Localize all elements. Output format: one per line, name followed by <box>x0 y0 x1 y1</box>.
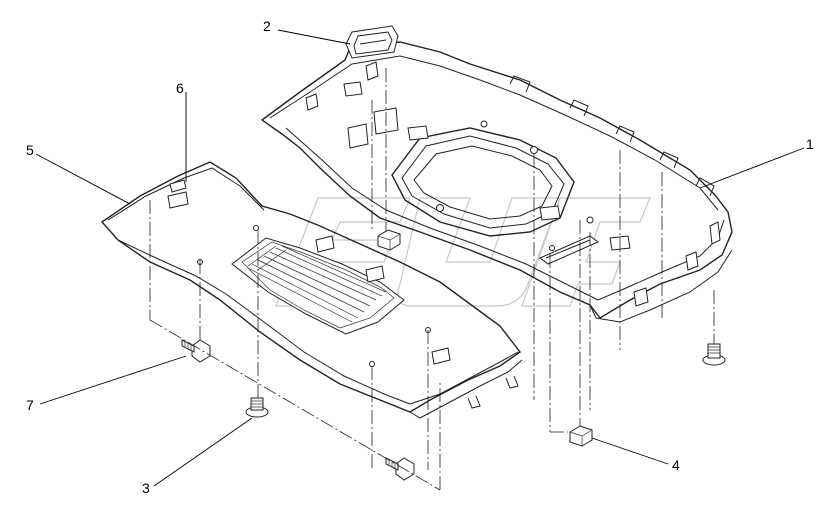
assembly-centerlines <box>149 68 715 491</box>
part-4-nut-upper <box>377 229 401 251</box>
part-4-nut-right <box>569 425 593 447</box>
callout-3: 3 <box>142 480 150 496</box>
callout-leaders <box>35 29 805 487</box>
callout-4: 4 <box>672 457 680 473</box>
leader-1 <box>699 147 805 189</box>
part-5-front-cover <box>100 161 523 419</box>
part-1-main-panel <box>260 41 733 323</box>
callout-labels: 2 6 5 1 7 3 4 <box>26 18 814 496</box>
leader-3 <box>153 417 253 487</box>
part-7-bolt-left <box>181 339 211 363</box>
callout-2: 2 <box>263 18 271 34</box>
leader-2 <box>277 29 351 45</box>
leader-7 <box>39 355 187 405</box>
callout-1: 1 <box>806 136 814 152</box>
leader-5 <box>35 153 131 205</box>
callout-6: 6 <box>176 80 184 96</box>
part-3-stud-left <box>245 397 269 418</box>
leader-4 <box>591 437 669 465</box>
callout-5: 5 <box>26 142 34 158</box>
part-6-clip <box>169 179 187 193</box>
part-2-handle <box>345 25 399 59</box>
part-3-stud-right <box>702 343 726 366</box>
callout-7: 7 <box>26 397 34 413</box>
part-7-bolt-bottom <box>385 457 415 481</box>
